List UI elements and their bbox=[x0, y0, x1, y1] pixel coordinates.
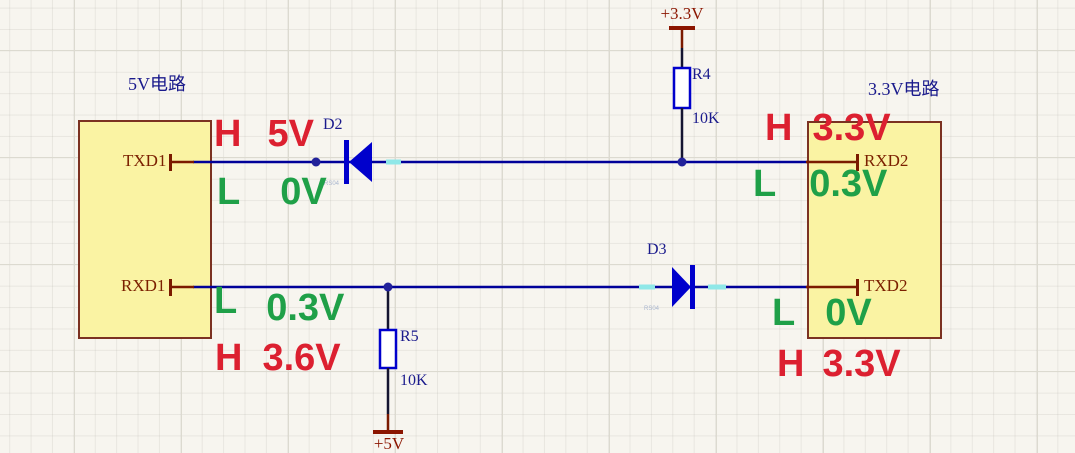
level-voltage: 0V bbox=[825, 292, 872, 334]
level-voltage: 0.3V bbox=[809, 163, 888, 205]
junction-dot bbox=[383, 282, 393, 292]
resistor-r4-ref: R4 bbox=[692, 66, 711, 83]
block-title-3v3: 3.3V电路 bbox=[868, 79, 940, 99]
level-letter: L bbox=[753, 163, 777, 205]
level-voltage: 5V bbox=[267, 113, 314, 155]
net-highlight bbox=[386, 159, 401, 165]
level-voltage: 3.6V bbox=[262, 337, 341, 379]
resistor-r4-value: 10K bbox=[692, 110, 720, 127]
annotation-rxd2-low: L 0.3V bbox=[753, 165, 887, 203]
diode-d2-icon bbox=[344, 140, 372, 184]
resistor-r5-ref: R5 bbox=[400, 328, 419, 345]
power-label-3v3: +3.3V bbox=[660, 4, 704, 23]
level-voltage: 3.3V bbox=[812, 107, 891, 149]
level-letter: H bbox=[765, 107, 793, 149]
pin-rxd1-stub bbox=[169, 279, 194, 296]
resistor-r5-icon bbox=[378, 328, 398, 370]
diode-d2-ref: D2 bbox=[323, 116, 343, 133]
level-letter: L bbox=[214, 280, 238, 322]
diode-d3-part: RS04 bbox=[644, 306, 660, 312]
annotation-rxd2-high: H 3.3V bbox=[765, 109, 891, 147]
circuit-block-3v3 bbox=[807, 121, 942, 339]
resistor-r4-icon bbox=[672, 66, 692, 110]
level-letter: H bbox=[215, 337, 243, 379]
pin-label-rxd1: RXD1 bbox=[121, 276, 166, 295]
diode-d2-part: RS04 bbox=[324, 181, 340, 187]
level-letter: H bbox=[777, 343, 805, 385]
annotation-rxd1-low: L 0.3V bbox=[214, 282, 344, 327]
pin-rxd2-stub bbox=[806, 154, 859, 171]
pin-label-txd2: TXD2 bbox=[864, 276, 908, 295]
level-voltage: 3.3V bbox=[822, 343, 901, 385]
resistor-r5-value: 10K bbox=[400, 372, 428, 389]
level-voltage: 0V bbox=[280, 171, 327, 213]
net-highlight bbox=[708, 284, 726, 290]
annotation-txd2-high: H 3.3V bbox=[777, 345, 901, 383]
pin-txd1-stub bbox=[169, 154, 194, 171]
pin-label-rxd2: RXD2 bbox=[864, 151, 909, 170]
pin-label-txd1: TXD1 bbox=[123, 151, 167, 170]
circuit-block-5v bbox=[78, 120, 212, 339]
level-letter: L bbox=[772, 292, 796, 334]
annotation-txd1-low: L 0V bbox=[217, 173, 327, 211]
level-voltage: 0.3V bbox=[266, 287, 345, 329]
annotation-txd1-high: H 5V bbox=[214, 115, 314, 153]
level-letter: H bbox=[214, 113, 242, 155]
block-title-5v: 5V电路 bbox=[128, 74, 186, 94]
annotation-rxd1-high: H 3.6V bbox=[215, 339, 341, 377]
power-label-5v: +5V bbox=[373, 434, 405, 453]
net-highlight bbox=[639, 284, 655, 290]
junction-dot bbox=[677, 157, 687, 167]
annotation-txd2-low: L 0V bbox=[772, 294, 872, 332]
pin-txd2-stub bbox=[806, 279, 859, 296]
level-letter: L bbox=[217, 171, 241, 213]
diode-d3-icon bbox=[672, 265, 695, 309]
diode-d3-ref: D3 bbox=[647, 241, 667, 258]
junction-dot bbox=[311, 157, 321, 167]
